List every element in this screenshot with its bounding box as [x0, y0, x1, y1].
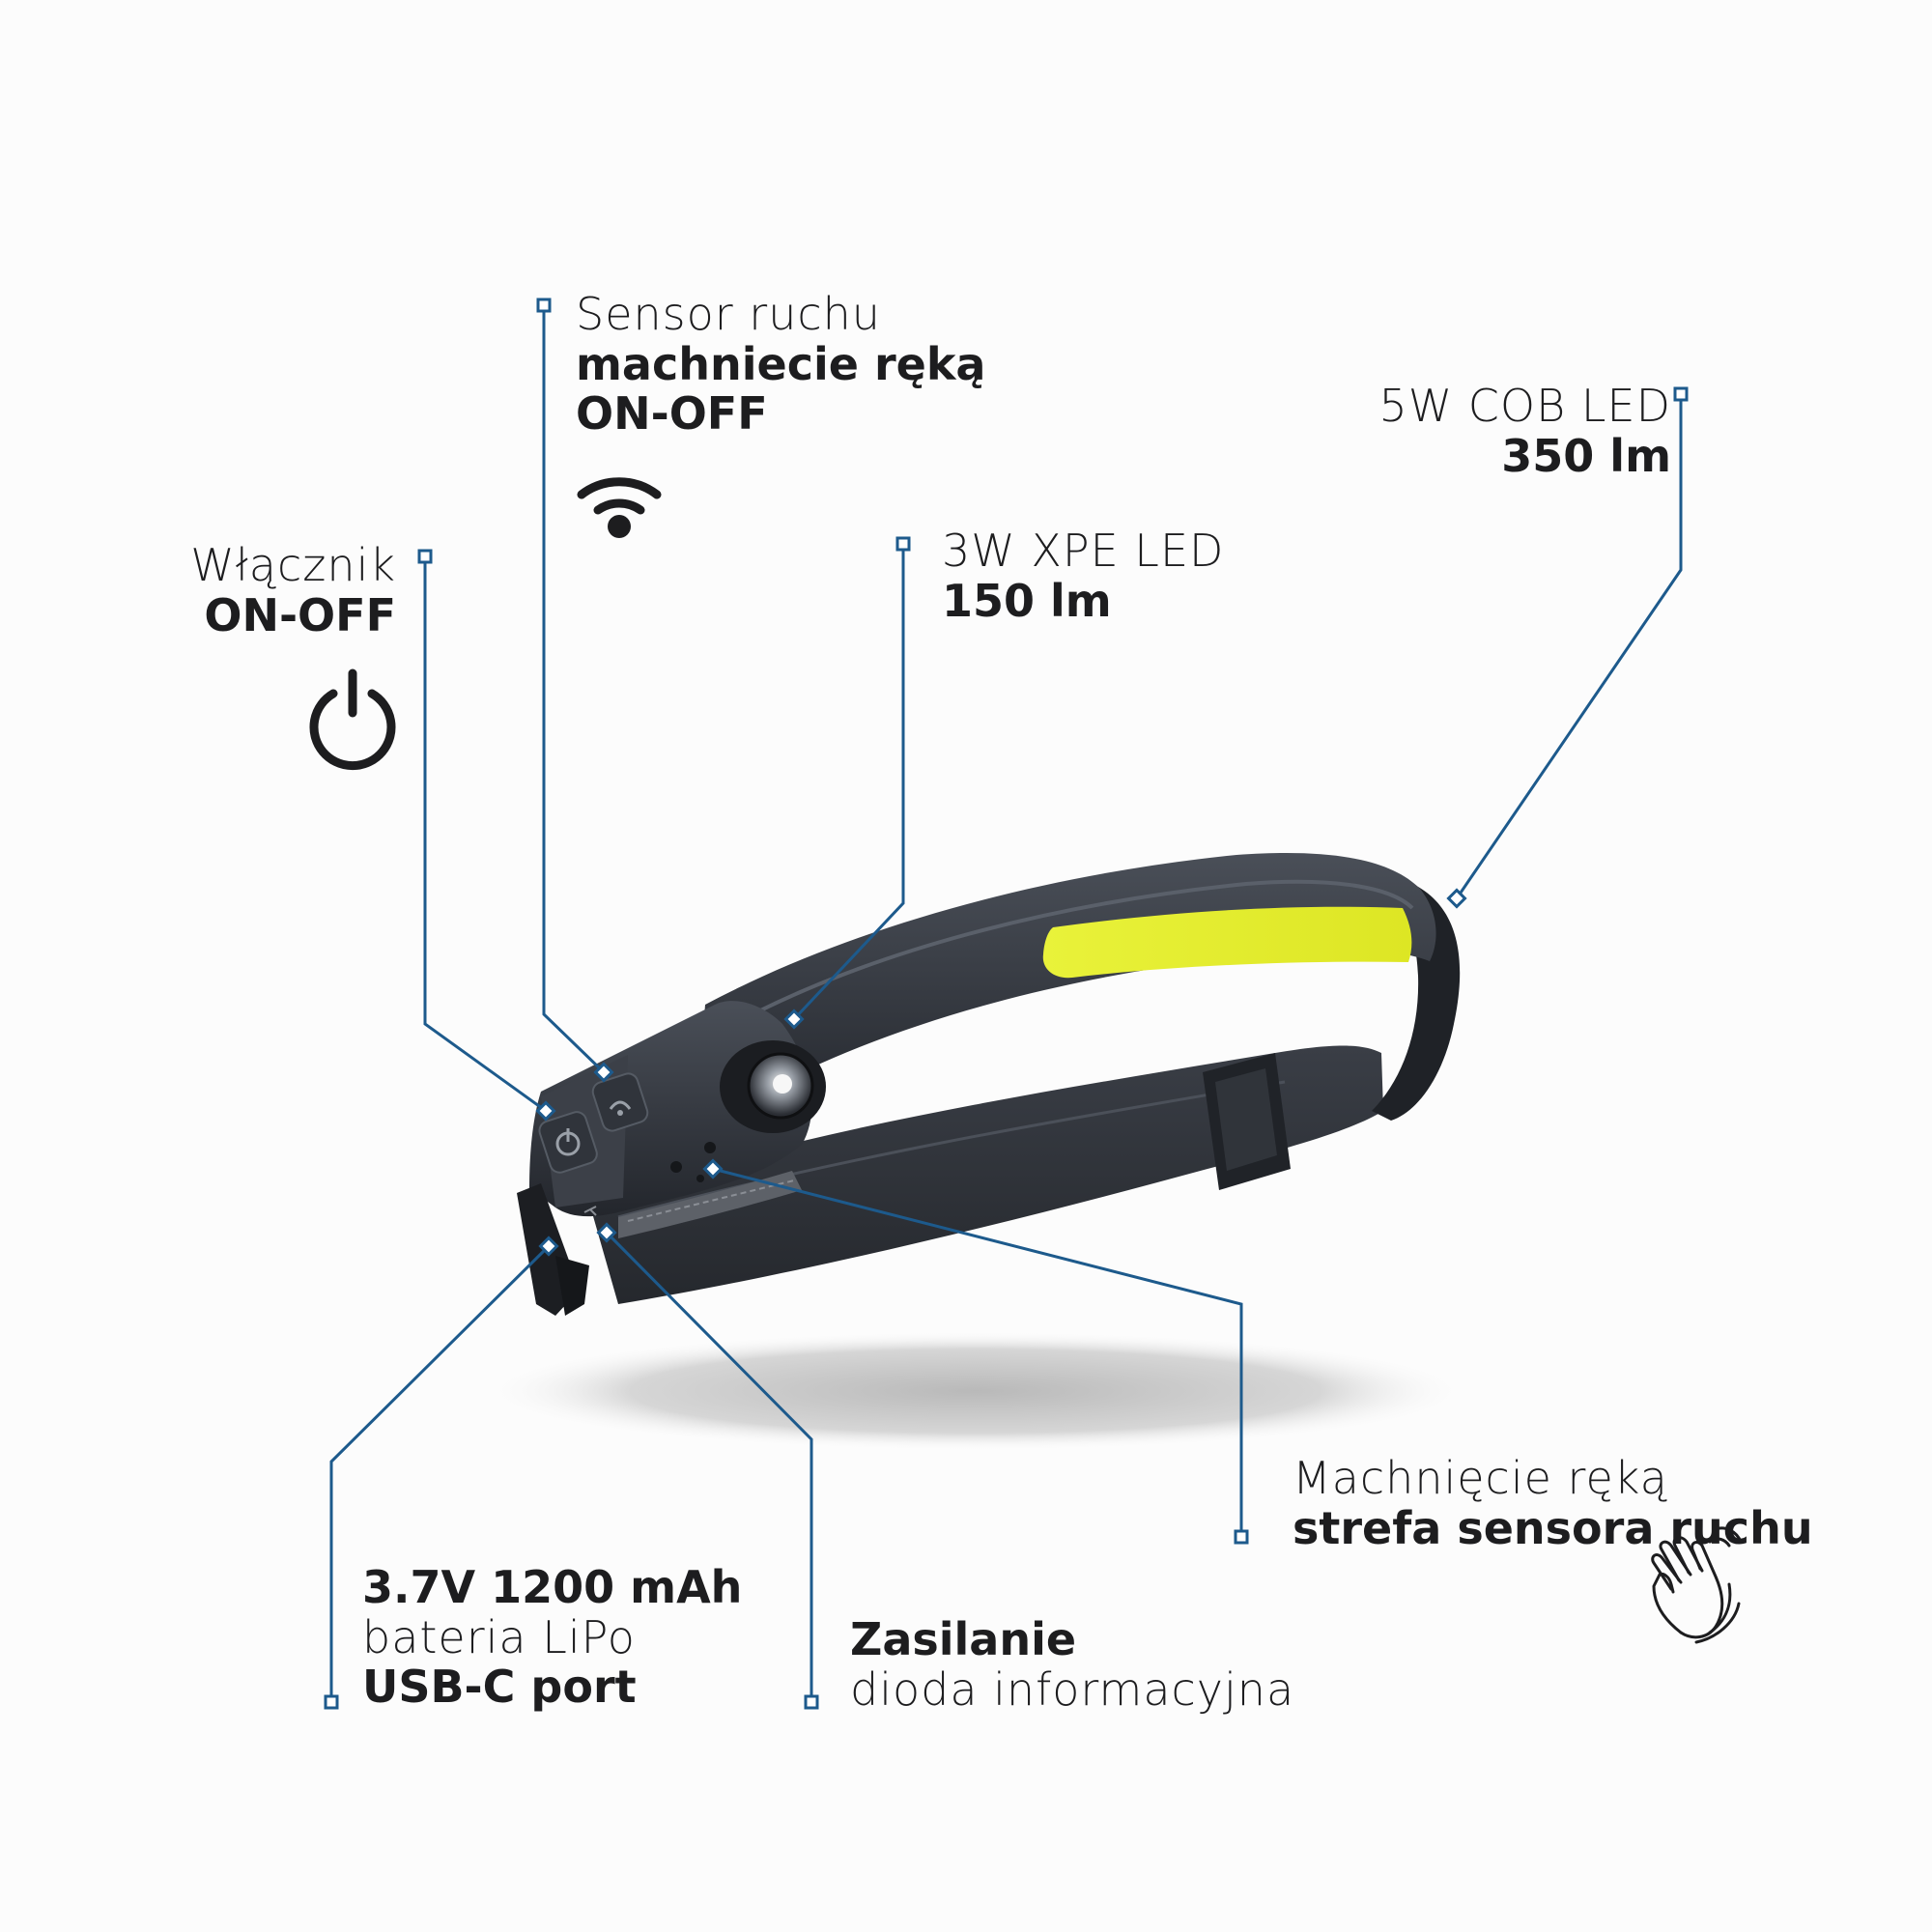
wifi-signal-icon — [577, 477, 662, 538]
xpe-callout: 3W XPE LED 150 lm — [942, 526, 1224, 626]
xpe-title: 3W XPE LED — [942, 525, 1225, 577]
power-title: Zasilanie — [850, 1613, 1077, 1665]
cob-led-strip — [1042, 906, 1412, 979]
sensor-mode: ON-OFF — [576, 387, 768, 440]
cob-callout: 5W COB LED 350 lm — [1378, 380, 1671, 482]
leader-lines — [329, 305, 1683, 1700]
battery-callout: 3.7V 1200 mAh bateria LiPo USB-C port — [362, 1561, 743, 1714]
battery-port: USB-C port — [362, 1661, 637, 1714]
waving-hand-icon — [1651, 1526, 1743, 1644]
xpe-lumens: 150 lm — [942, 574, 1112, 627]
switch-title: Włącznik — [190, 539, 396, 591]
sensor-subtitle: machniecie ręką — [576, 337, 986, 390]
battery-spec: 3.7V 1200 mAh — [362, 1561, 743, 1613]
wave-subtitle: strefa sensora ruchu — [1293, 1501, 1813, 1554]
wave-title: Machnięcie ręką — [1293, 1452, 1668, 1504]
cob-title: 5W COB LED — [1378, 380, 1671, 432]
sensor-callout: Sensor ruchu machniecie ręką ON-OFF — [576, 288, 986, 440]
power-callout: Zasilanie dioda informacyjna — [850, 1613, 1295, 1716]
wave-callout: Machnięcie ręką strefa sensora ruchu — [1293, 1452, 1813, 1554]
switch-callout: Włącznik ON-OFF — [190, 539, 396, 641]
sensor-title: Sensor ruchu — [576, 288, 881, 340]
cob-lumens: 350 lm — [1501, 429, 1671, 482]
power-button[interactable] — [537, 1110, 600, 1176]
switch-mode: ON-OFF — [204, 588, 396, 641]
power-subtitle: dioda informacyjna — [850, 1662, 1295, 1716]
battery-type: bateria LiPo — [362, 1610, 636, 1663]
elastic-strap — [589, 1045, 1383, 1304]
floor-shadow — [483, 1331, 1468, 1451]
power-icon — [309, 668, 396, 771]
